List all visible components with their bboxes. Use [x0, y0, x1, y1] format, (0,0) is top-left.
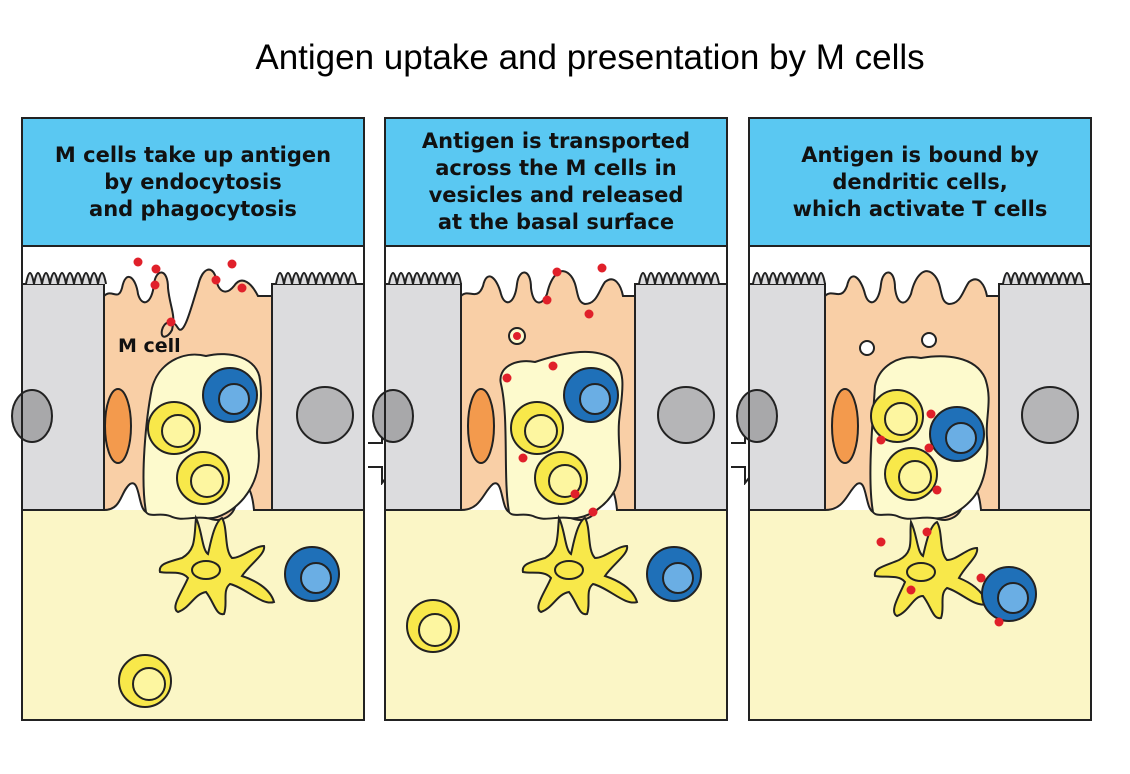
antigen — [513, 332, 521, 340]
antigen — [237, 283, 247, 293]
antigen — [876, 537, 886, 547]
panel-3-illustration — [736, 117, 1092, 721]
caption-line: Antigen is transported — [421, 129, 691, 153]
nucleus-right — [657, 386, 715, 444]
lamina-propria — [749, 510, 1091, 720]
antigen-particles — [876, 409, 1004, 627]
nucleus-left — [736, 389, 778, 443]
caption-line: M cells take up antigen — [54, 142, 332, 167]
m-cell-label: M cell — [118, 335, 181, 357]
panel-border — [21, 117, 365, 721]
caption-line: which activate T cells — [792, 196, 1048, 221]
antigen — [133, 257, 143, 267]
panel-2-caption: Antigen is transported across the M cell… — [385, 118, 727, 246]
panel-2: Antigen is transported across the M cell… — [372, 117, 728, 721]
antigen — [166, 317, 176, 327]
nucleus-left — [11, 389, 53, 443]
lymphocyte-nucleus — [190, 464, 224, 498]
lymphocyte-blue-nucleus — [662, 562, 694, 594]
empty-vesicle — [859, 340, 875, 356]
caption-box — [749, 118, 1091, 246]
antigen — [227, 259, 237, 269]
dendritic-cell-nucleus — [554, 560, 584, 580]
caption-box — [385, 118, 727, 246]
caption-line: vesicles and released — [428, 183, 684, 207]
m-cell-nucleus — [831, 388, 859, 464]
figure-title: Antigen uptake and presentation by M cel… — [255, 38, 925, 77]
lymphocyte-blue-nucleus — [579, 383, 611, 415]
antigen — [150, 280, 160, 290]
nucleus-right — [1021, 386, 1079, 444]
panel-2-illustration — [372, 117, 728, 721]
antigen — [994, 617, 1004, 627]
panel-border — [748, 117, 1092, 721]
antigen-particles — [133, 257, 247, 327]
lymphocyte-blue-nucleus — [300, 562, 332, 594]
microvilli-right — [638, 272, 720, 285]
dendritic-cell-nucleus — [906, 562, 936, 582]
nucleus-left — [372, 389, 414, 443]
panel-border — [384, 117, 728, 721]
lymphocyte-nucleus — [161, 414, 195, 448]
caption-line: across the M cells in — [435, 156, 677, 180]
antigen — [570, 489, 580, 499]
antigen — [542, 295, 552, 305]
caption-line: Antigen is bound by — [801, 142, 1039, 167]
antigen — [906, 585, 916, 595]
m-cell-nucleus — [104, 388, 132, 464]
caption-line: and phagocytosis — [89, 196, 297, 221]
nucleus-right — [296, 386, 354, 444]
antigen — [211, 275, 221, 285]
antigen — [552, 267, 562, 277]
lymphocyte-blue-nucleus — [997, 582, 1029, 614]
microvilli-right — [275, 272, 357, 285]
lymphocyte-blue-nucleus — [218, 383, 250, 415]
panel-1-caption: M cells take up antigen by endocytosis a… — [22, 118, 364, 246]
lymphocyte-nucleus — [548, 464, 582, 498]
lymphocyte-nucleus — [524, 414, 558, 448]
microvilli-right — [1002, 272, 1084, 285]
panel-1-illustration — [11, 117, 365, 721]
caption-line: at the basal surface — [437, 210, 675, 234]
antigen — [922, 527, 932, 537]
panel-3-caption: Antigen is bound by dendritic cells, whi… — [749, 118, 1091, 246]
antigen — [926, 409, 936, 419]
panel-3: Antigen is bound by dendritic cells, whi… — [736, 117, 1092, 721]
microvilli-left — [388, 272, 462, 285]
antigen-particles — [502, 263, 607, 517]
lymphocyte-nucleus — [418, 613, 452, 647]
antigen — [502, 373, 512, 383]
antigen — [924, 443, 934, 453]
antigen — [151, 264, 161, 274]
microvilli-left — [752, 272, 826, 285]
caption-line: by endocytosis — [104, 169, 282, 194]
lymphocyte-nucleus — [898, 460, 932, 494]
caption-line: dendritic cells, — [832, 169, 1008, 194]
caption-box — [22, 118, 364, 246]
dendritic-cell-nucleus — [191, 560, 221, 580]
antigen — [518, 453, 528, 463]
lymphocyte-nucleus — [884, 402, 918, 436]
lymphocyte-blue-nucleus — [945, 422, 977, 454]
panel-1: M cells take up antigen by endocytosis a… — [11, 117, 365, 721]
antigen — [976, 573, 986, 583]
antigen — [932, 485, 942, 495]
m-cell-nucleus — [467, 388, 495, 464]
lymphocyte-nucleus — [132, 667, 166, 701]
microvilli-left — [25, 272, 107, 285]
antigen — [584, 309, 594, 319]
antigen — [588, 507, 598, 517]
antigen — [597, 263, 607, 273]
antigen — [548, 361, 558, 371]
empty-vesicle — [921, 332, 937, 348]
antigen — [876, 435, 886, 445]
